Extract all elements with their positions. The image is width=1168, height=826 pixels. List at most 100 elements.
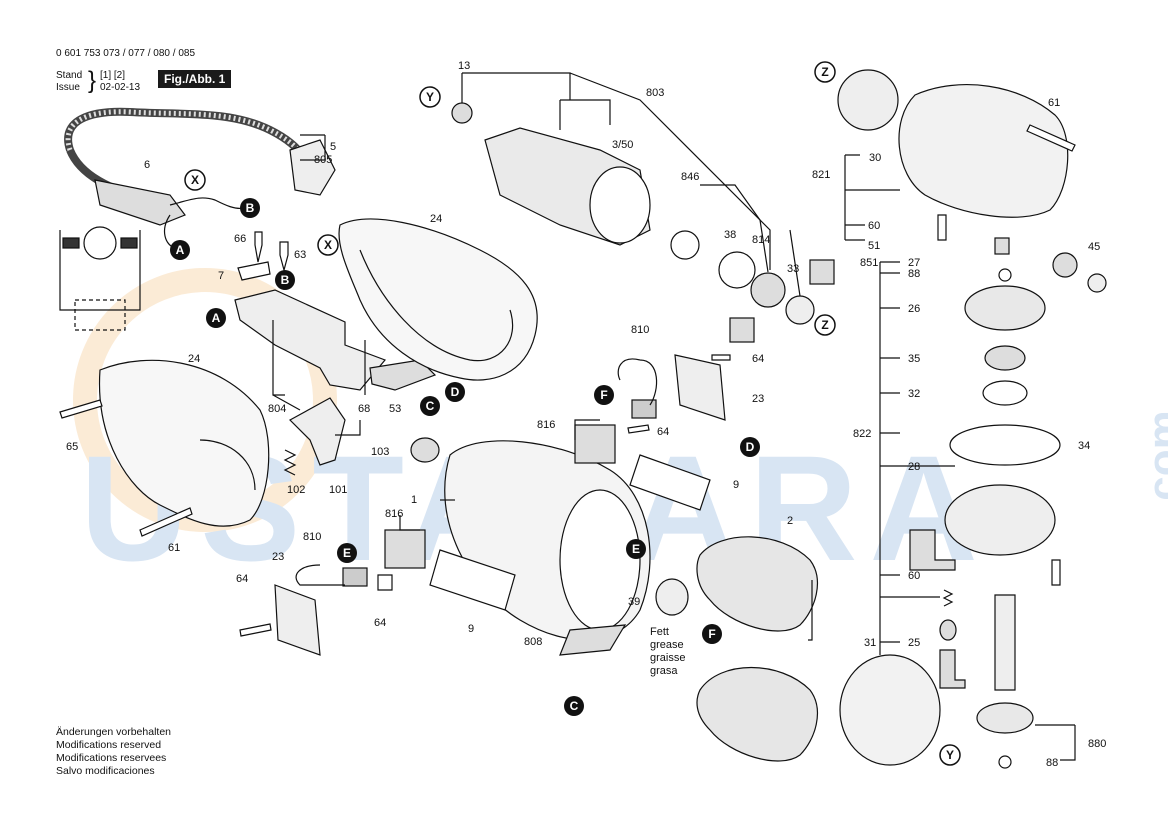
part-label: 851 [860, 257, 878, 269]
part-label: 803 [646, 87, 664, 99]
part-label: 6 [144, 159, 150, 171]
brush-holder-lower [384, 529, 426, 569]
power-cord [64, 107, 309, 162]
bearing-39 [655, 578, 689, 616]
marker-b-switch [275, 270, 295, 290]
marker-letter: F [708, 627, 715, 641]
grease-note: Fett [650, 626, 669, 638]
part-label: 38 [724, 229, 736, 241]
bearing-35 [984, 345, 1026, 371]
screw-63 [279, 241, 289, 273]
gear-housing [898, 84, 1069, 218]
part-label: 28 [908, 461, 920, 473]
part-label: 7 [218, 270, 224, 282]
clip-7 [237, 261, 271, 281]
ring-38 [718, 251, 756, 289]
part-label: 101 [329, 484, 347, 496]
part-label: 88 [1046, 757, 1058, 769]
part-label: 103 [371, 446, 389, 458]
screw-61-left [139, 507, 193, 537]
plug [289, 139, 336, 196]
part-label: 61 [168, 542, 180, 554]
sleeve-51 [994, 237, 1010, 255]
part-103 [410, 437, 440, 463]
stand-value: [1] [2] [100, 70, 126, 81]
slider-53 [369, 359, 437, 391]
part-101 [289, 397, 346, 466]
part-label: 63 [294, 249, 306, 261]
marker-letter: Y [426, 90, 434, 104]
marker-d-switch [445, 382, 465, 402]
part-label: 1 [411, 494, 417, 506]
part-label: 45 [1088, 241, 1100, 253]
marker-e-lower [337, 543, 357, 563]
part-label: 23 [272, 551, 284, 563]
screw-60-bottom [1051, 559, 1061, 586]
part-label: 808 [524, 636, 542, 648]
part-label: 2 [787, 515, 793, 527]
note-line: Salvo modificaciones [56, 765, 155, 777]
part-label: 24 [188, 353, 200, 365]
part-label: 25 [908, 637, 920, 649]
marker-c-coil [564, 696, 584, 716]
guard-31 [839, 654, 941, 766]
grease-note: grasa [650, 665, 678, 677]
part-label: 61 [1048, 97, 1060, 109]
note-line: Modifications reserved [56, 739, 162, 751]
plate-808 [559, 624, 627, 656]
part-label: 5 [330, 141, 336, 153]
part-label: 26 [908, 303, 920, 315]
bearing-33 [785, 295, 815, 325]
marker-letter: X [324, 238, 332, 252]
part-label: 30 [869, 152, 881, 164]
screw-65 [59, 399, 103, 419]
part-number: 0 601 753 073 / 077 / 080 / 085 [56, 48, 196, 59]
brace-icon: } [88, 67, 97, 94]
part-label: 60 [908, 570, 920, 582]
marker-c-switch [420, 396, 440, 416]
pinion [1052, 252, 1078, 278]
marker-group-filled [170, 198, 760, 716]
marker-letter: C [570, 699, 579, 713]
plate-9-upper [629, 454, 711, 511]
flange-nut-880 [976, 702, 1034, 734]
marker-letter: A [176, 243, 185, 257]
screw-64-b [627, 424, 650, 434]
part-label: 3/50 [612, 139, 633, 151]
part-label: 64 [752, 353, 764, 365]
screw-64-d [239, 623, 272, 637]
issue-value: 02-02-13 [100, 82, 141, 93]
marker-letter: Z [821, 318, 828, 332]
part-label: 27 [908, 257, 920, 269]
part-label: 810 [631, 324, 649, 336]
marker-e-coil [626, 539, 646, 559]
screw-64-c [377, 574, 393, 591]
note-line: Modifications reservees [56, 752, 167, 764]
part-label: 821 [812, 169, 830, 181]
marker-letter: C [426, 399, 435, 413]
marker-f-upper [594, 385, 614, 405]
marker-letter: F [600, 388, 607, 402]
screw-60-top [937, 214, 947, 241]
marker-group-outline [184, 61, 961, 766]
spindle [994, 594, 1016, 691]
part-label: 804 [268, 403, 286, 415]
part-label: 65 [66, 441, 78, 453]
part-label: 822 [853, 428, 871, 440]
flange-28 [944, 484, 1056, 556]
spring-102 [283, 449, 297, 476]
brush-holder-upper [574, 424, 616, 464]
ring-846 [670, 230, 700, 260]
marker-letter: A [212, 311, 221, 325]
part-label: 88 [908, 268, 920, 280]
marker-y-guard [939, 744, 961, 766]
marker-z-top [814, 61, 836, 83]
marker-letter: D [451, 385, 460, 399]
grease-note: graisse [650, 652, 685, 664]
issue-label: Issue [56, 82, 80, 93]
ring-88-top [998, 268, 1012, 282]
marker-letter: Y [946, 748, 954, 762]
bevel-gear-26 [964, 285, 1046, 331]
part-label: 35 [908, 353, 920, 365]
part-label: 66 [234, 233, 246, 245]
